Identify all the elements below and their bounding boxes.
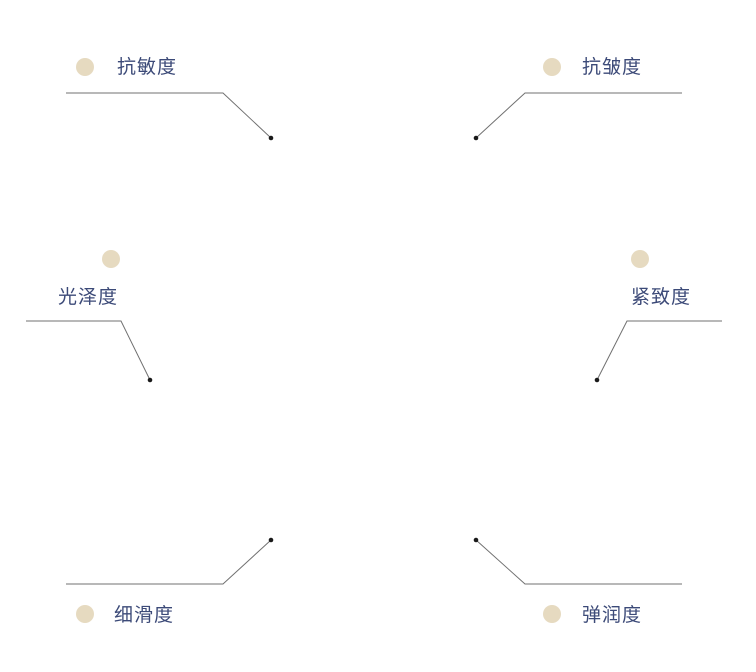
leader-line-middle-left: [26, 320, 151, 381]
marker-dot-top-left: [76, 58, 94, 76]
label-bottom-right: 弹润度: [582, 604, 643, 626]
endpoint-middle-right: [594, 377, 600, 383]
marker-dot-bottom-right: [543, 605, 561, 623]
marker-dot-top-right: [543, 58, 561, 76]
leader-line-top-right: [475, 92, 682, 139]
endpoint-middle-left: [147, 377, 153, 383]
leader-line-bottom-right: [475, 539, 682, 585]
endpoint-top-left: [268, 135, 274, 141]
marker-dot-bottom-left: [76, 605, 94, 623]
label-middle-left: 光泽度: [58, 286, 119, 308]
leader-line-middle-right: [596, 320, 722, 381]
marker-dot-middle-left: [102, 250, 120, 268]
label-middle-right: 紧致度: [631, 286, 692, 308]
endpoint-bottom-left: [268, 537, 274, 543]
endpoint-bottom-right: [473, 537, 479, 543]
leader-line-top-left: [66, 92, 272, 139]
label-top-left: 抗敏度: [117, 56, 178, 78]
label-bottom-left: 细滑度: [114, 604, 175, 626]
label-top-right: 抗皱度: [582, 56, 643, 78]
endpoint-top-right: [473, 135, 479, 141]
leader-line-bottom-left: [66, 539, 272, 585]
marker-dot-middle-right: [631, 250, 649, 268]
